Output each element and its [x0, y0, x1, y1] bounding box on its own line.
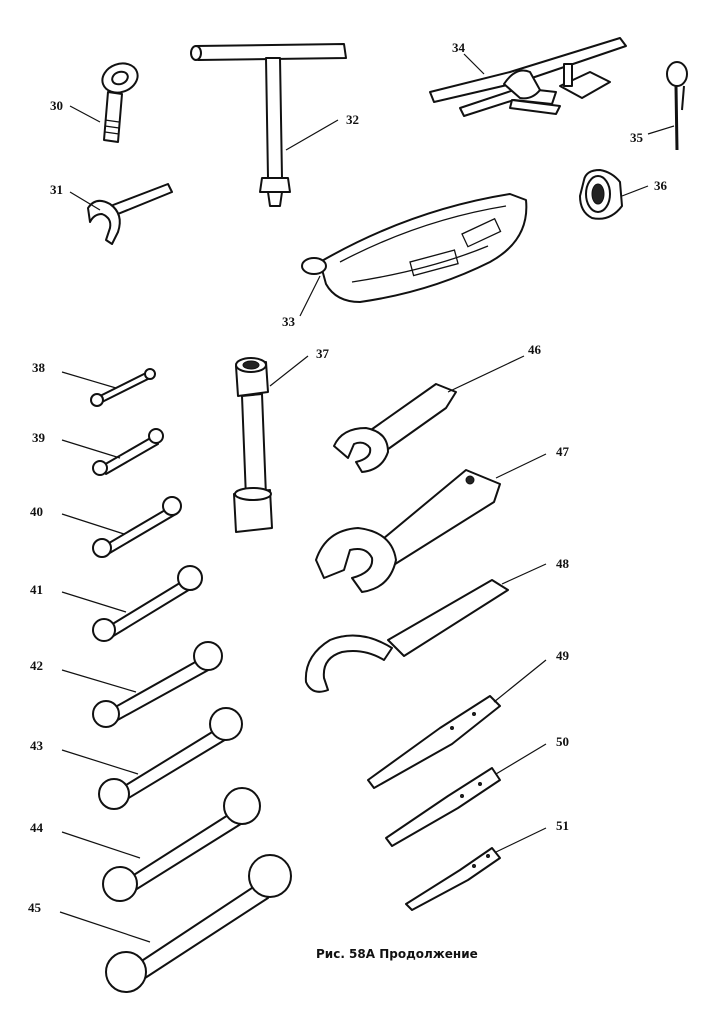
label-45: 45 — [28, 900, 42, 915]
part-36-socket-nut — [579, 169, 623, 220]
label-33: 33 — [282, 314, 296, 329]
label-34: 34 — [452, 40, 466, 55]
label-37: 37 — [316, 346, 330, 361]
label-49: 49 — [556, 648, 570, 663]
part-31-hook-wrench — [87, 183, 173, 245]
part-37-box-socket-wrench — [233, 357, 273, 533]
part-42-wrench — [92, 641, 223, 728]
label-50: 50 — [556, 734, 569, 749]
label-36: 36 — [654, 178, 668, 193]
label-32: 32 — [346, 112, 359, 127]
part-50-screwdriver — [385, 767, 501, 847]
part-48-hook-spanner — [304, 579, 509, 693]
label-44: 44 — [30, 820, 44, 835]
part-30-eye-bolt — [101, 62, 139, 143]
label-43: 43 — [30, 738, 44, 753]
part-35-ring-pin — [666, 61, 688, 151]
part-33-holder-plate — [301, 193, 528, 303]
label-51: 51 — [556, 818, 569, 833]
part-47-large-wrench — [315, 469, 501, 593]
label-31: 31 — [50, 182, 63, 197]
part-51-screwdriver — [405, 847, 501, 911]
part-43-wrench — [98, 707, 243, 810]
label-35: 35 — [630, 130, 644, 145]
label-30: 30 — [50, 98, 63, 113]
part-45-wrench — [105, 854, 292, 993]
label-42: 42 — [30, 658, 43, 673]
label-46: 46 — [528, 342, 542, 357]
label-40: 40 — [30, 504, 43, 519]
part-44-wrench — [102, 787, 261, 902]
part-39-wrench — [92, 428, 164, 476]
part-32-t-handle-key — [190, 43, 347, 207]
label-38: 38 — [32, 360, 46, 375]
part-46-open-wrench — [333, 383, 457, 473]
label-41: 41 — [30, 582, 43, 597]
part-41-wrench — [92, 565, 203, 642]
label-39: 39 — [32, 430, 46, 445]
part-40-wrench — [92, 496, 182, 558]
label-47: 47 — [556, 444, 570, 459]
part-49-screwdriver — [367, 695, 501, 789]
part-34-clamp-pliers — [429, 37, 627, 117]
figure-caption: Рис. 58А Продолжение — [316, 947, 478, 961]
part-38-wrench — [90, 368, 156, 407]
label-48: 48 — [556, 556, 570, 571]
